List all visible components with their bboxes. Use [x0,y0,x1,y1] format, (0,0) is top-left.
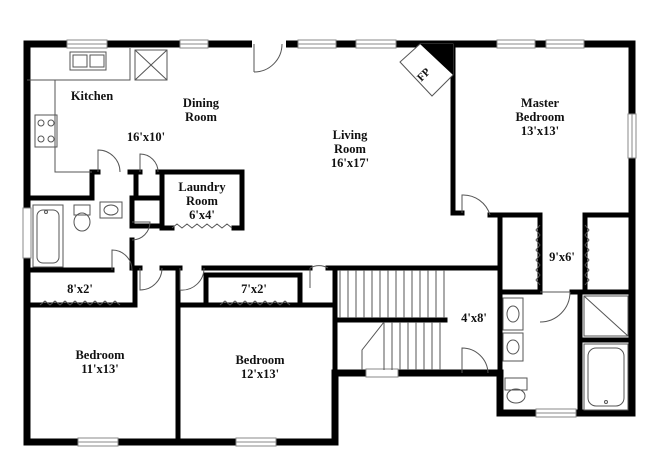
laundry-line2: Room [186,194,218,208]
master-line2: Bedroom [515,110,565,124]
dining-line1: Dining [182,96,220,110]
bedroom-2-dims: 12'x13' [240,367,280,381]
laundry-dims: 6'x4' [189,208,215,222]
closet-left-label: 8'x2' [52,282,108,296]
front-door [253,43,283,73]
closet-mid-label: 7'x2' [226,282,282,296]
living-line1: Living [332,128,368,142]
front-door-opening [252,38,286,50]
living-dims: 16'x17' [330,156,370,170]
kitchen-label: Kitchen [60,89,124,103]
master-line1: Master [520,96,560,110]
master-closet-dims: 9'x6' [549,250,575,264]
laundry-room-label: Laundry Room 6'x4' [166,180,238,222]
bedroom-1-label: Bedroom 11'x13' [62,348,138,376]
laundry-line1: Laundry [178,180,226,194]
stairs [339,270,445,370]
master-bath-fixtures [502,295,629,411]
interior-walls [24,41,635,445]
master-bedroom-label: Master Bedroom 13'x13' [498,96,582,138]
living-line2: Room [334,142,366,156]
bedroom-2-label: Bedroom 12'x13' [222,353,298,381]
dining-line2: Room [185,110,217,124]
bedroom-1-dims: 11'x13' [81,362,119,376]
master-closet-label: 9'x6' [538,250,586,264]
closet-mid-dims: 7'x2' [241,282,267,296]
hall-bath-fixtures [32,201,123,268]
master-dims: 13'x13' [520,124,560,138]
closet-doors [39,223,590,306]
windows [22,39,637,447]
kitchen-fixtures [27,48,168,173]
closet-left-dims: 8'x2' [67,282,93,296]
landing-label: 4'x8' [448,311,500,325]
swing-doors [97,149,571,374]
landing-dims: 4'x8' [461,311,487,325]
bedroom-2-name: Bedroom [235,353,285,367]
dining-room-dims: 16'x10' [118,130,174,144]
bedroom-1-name: Bedroom [75,348,125,362]
dining-room-label: Dining Room [170,96,232,124]
living-room-label: Living Room 16'x17' [318,128,382,170]
fireplace [399,43,454,97]
kitchen-name: Kitchen [70,89,114,103]
dining-dims: 16'x10' [126,130,166,144]
